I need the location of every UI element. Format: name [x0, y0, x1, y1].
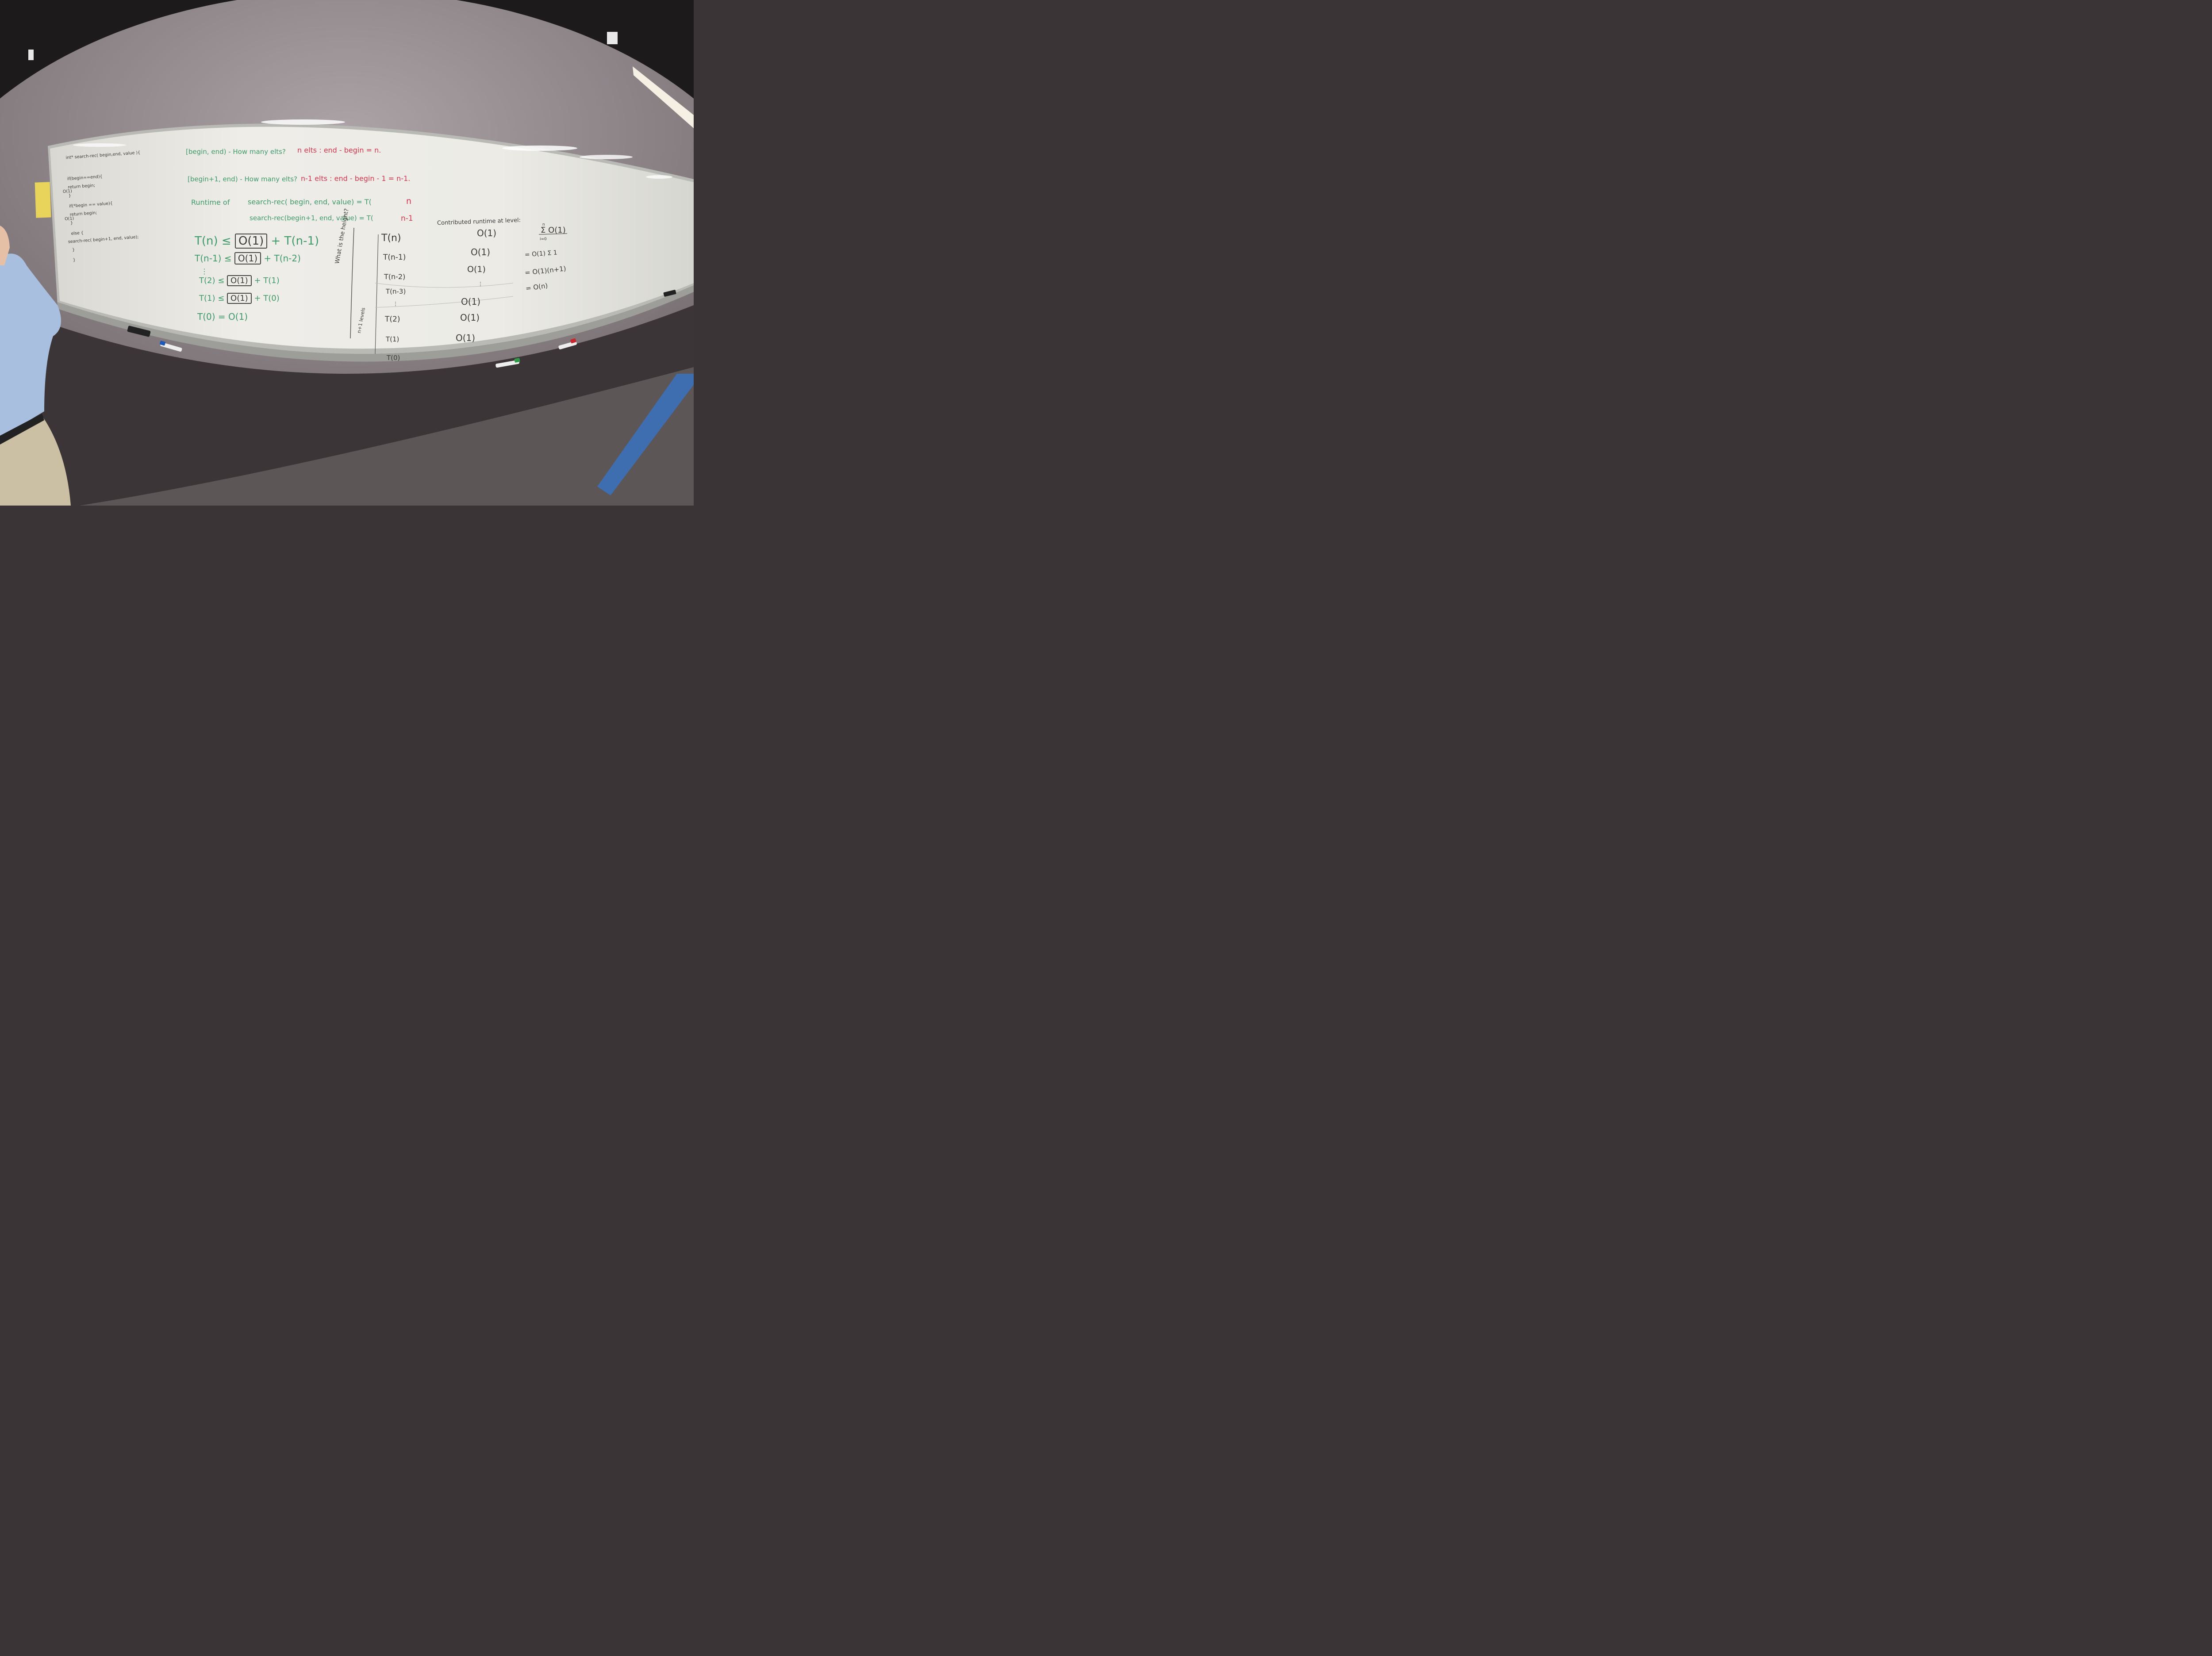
floor-tape	[597, 374, 694, 495]
recurrence-rhs: + T(1)	[254, 276, 280, 285]
contrib-value: O(1)	[456, 333, 476, 343]
recurrence-lhs: T(1) ≤	[199, 294, 225, 303]
contrib-value: O(1)	[460, 312, 480, 323]
light-reflection	[261, 119, 345, 125]
ceiling-light	[633, 66, 694, 128]
whiteboard-surface	[50, 126, 694, 349]
recurrence-line: T(0) = O(1)	[197, 311, 248, 322]
recurrence-line: T(1) ≤ O(1) + T(0)	[199, 293, 280, 304]
contrib-value: O(1)	[471, 247, 491, 257]
contrib-value: O(1)	[461, 296, 481, 307]
light-reflection	[73, 143, 126, 147]
margin-note: O(1)	[64, 216, 74, 222]
eraser	[127, 326, 151, 337]
tree-node: T(0)	[387, 354, 400, 362]
yellow-paper	[35, 182, 51, 218]
definition-line-1-green: [begin, end) - How many elts?	[186, 148, 286, 156]
recurrence-box: O(1)	[234, 234, 268, 249]
tree-node: T(1)	[386, 335, 399, 343]
recurrence-rhs: + T(n-1)	[271, 234, 319, 248]
runtime-eq-1: search-rec( begin, end, value) = T(	[248, 198, 372, 206]
runtime-eq-2: search-rec(begin+1, end, value) = T(	[250, 214, 373, 222]
runtime-eq-2-n1: n-1	[401, 214, 413, 223]
person-belt	[0, 414, 44, 445]
contrib-value: O(1)	[467, 264, 486, 274]
recurrence-lhs: T(0) =	[197, 311, 226, 322]
person-pants	[0, 416, 71, 506]
tree-node: T(n-1)	[383, 253, 406, 262]
code-block: int* search-rec( begin,end, value ){ if(…	[62, 146, 180, 264]
red-marker-cap	[570, 338, 576, 344]
recurrence-lhs: T(2) ≤	[199, 276, 225, 285]
level-line	[375, 283, 514, 288]
recurrence-dots: ⋮	[201, 267, 208, 276]
sum-expr: Σ O(1)	[541, 226, 566, 235]
recurrence-box: O(1)	[228, 311, 248, 322]
definition-line-2-red: n-1 elts : end - begin - 1 = n-1.	[301, 174, 411, 183]
eraser	[663, 290, 676, 297]
runtime-label: Runtime of	[191, 198, 230, 207]
code-line: }	[72, 247, 75, 253]
blue-marker	[160, 342, 182, 352]
margin-note: O(1)	[62, 188, 73, 195]
tree-spine	[375, 234, 379, 354]
light-reflection	[502, 146, 577, 151]
person-arm	[0, 226, 10, 265]
tree-divider	[350, 227, 354, 339]
green-marker-cap	[514, 358, 520, 363]
light-reflection	[646, 175, 672, 179]
definition-line-2-green: [begin+1, end) - How many elts?	[188, 175, 298, 183]
wall-sign	[607, 32, 618, 44]
person-shirt	[0, 253, 61, 438]
recurrence-line: T(n) ≤ O(1) + T(n-1)	[195, 234, 319, 249]
recurrence-lhs: T(n-1) ≤	[195, 253, 232, 264]
contrib-value: ⋮	[478, 281, 483, 287]
light-reflection	[580, 155, 633, 159]
recurrence-line: T(n-1) ≤ O(1) + T(n-2)	[195, 252, 301, 264]
sum-top: n	[542, 222, 545, 227]
tree-node: T(2)	[385, 315, 400, 324]
tree-node: T(n-2)	[384, 272, 406, 281]
tree-node: T(n)	[381, 233, 401, 244]
wall-sign	[28, 50, 34, 60]
tree-node: T(n-3)	[386, 288, 406, 295]
tree-node: ⋮	[393, 301, 398, 307]
classroom-scene	[0, 0, 694, 506]
green-marker	[495, 360, 519, 368]
recurrence-rhs: + T(n-2)	[264, 253, 301, 264]
recurrence-block: T(n) ≤ O(1) + T(n-1) T(n-1) ≤ O(1) + T(n…	[195, 230, 341, 327]
sum-bottom: i=0	[540, 237, 547, 242]
recurrence-line: T(2) ≤ O(1) + T(1)	[199, 275, 280, 286]
recurrence-box: O(1)	[234, 252, 261, 264]
definition-line-1-red: n elts : end - begin = n.	[297, 146, 381, 154]
recurrence-lhs: T(n) ≤	[195, 234, 231, 248]
recurrence-rhs: + T(0)	[254, 294, 280, 303]
runtime-eq-1-n: n	[406, 196, 412, 206]
level-line	[375, 296, 514, 308]
code-line: }	[73, 257, 76, 263]
floor	[80, 367, 694, 506]
recurrence-box: O(1)	[227, 293, 252, 304]
recurrence-box: O(1)	[227, 275, 252, 286]
contrib-value: O(1)	[477, 228, 497, 238]
blue-marker-cap	[159, 341, 166, 346]
marker-tray	[58, 285, 694, 362]
